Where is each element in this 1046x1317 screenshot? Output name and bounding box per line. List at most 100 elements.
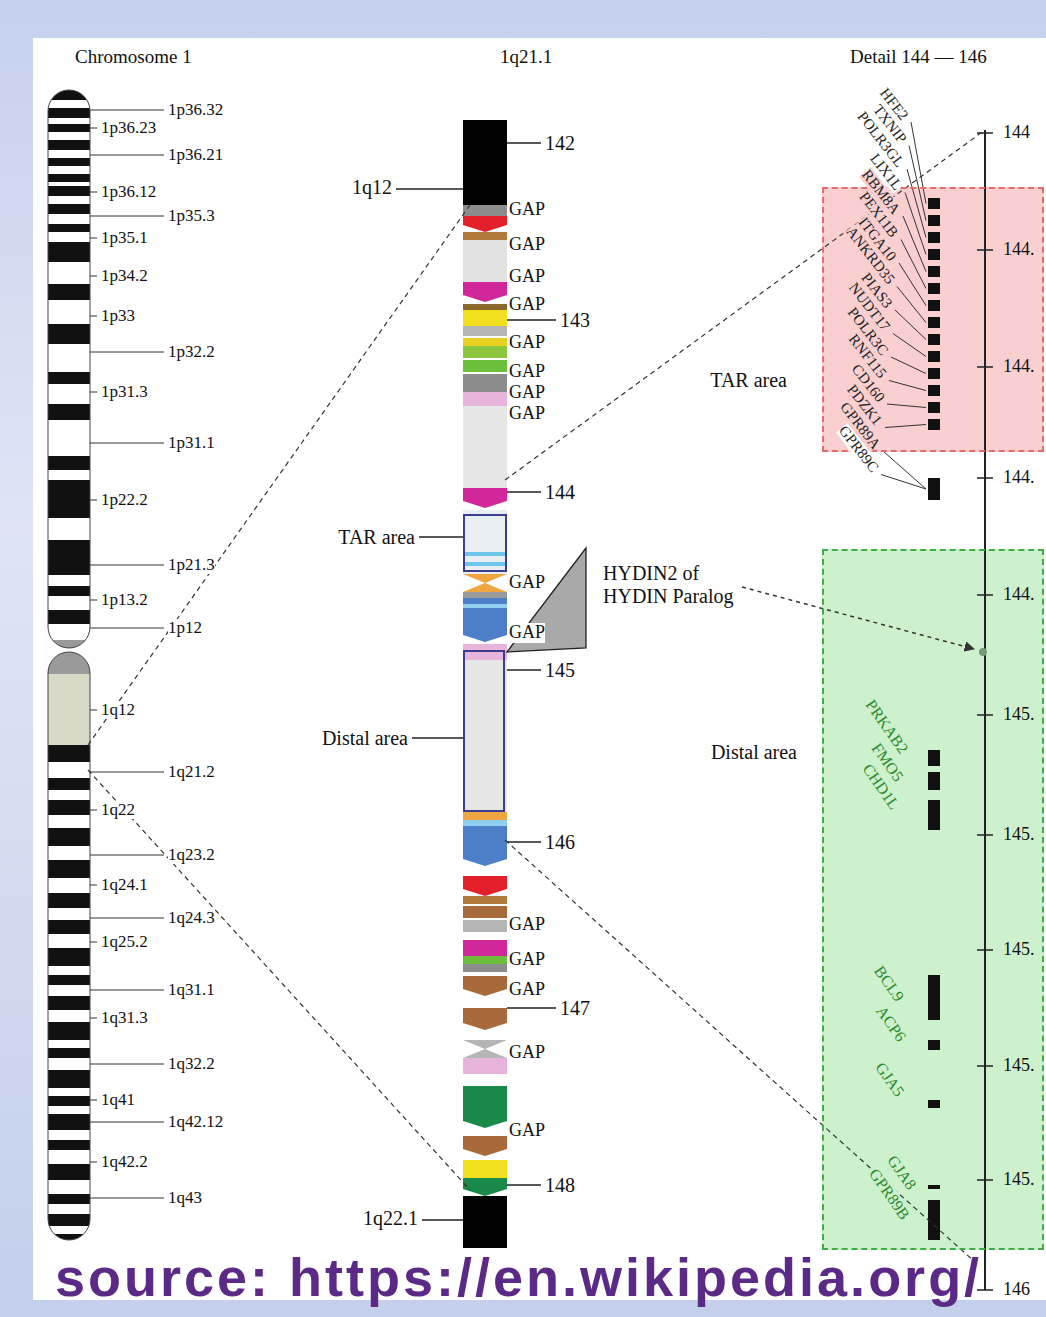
gene-bar [928, 249, 940, 260]
chromosome-band [48, 324, 90, 344]
column-segment [463, 896, 507, 904]
coord-tick [507, 1007, 556, 1008]
band-tick [90, 942, 97, 943]
gene-bar [928, 300, 940, 311]
coord-tick [507, 1184, 541, 1185]
band-label: 1p36.23 [101, 119, 156, 138]
zoom-lines [88, 130, 985, 1262]
band-tick [90, 1122, 164, 1123]
band-tick [90, 238, 97, 239]
band-label: 1p31.1 [168, 434, 215, 453]
band-tick [90, 110, 164, 111]
area-label: TAR area [338, 526, 415, 549]
axis-number: 145. [1003, 705, 1035, 725]
chromosome-band [48, 242, 90, 262]
band-label: 1p34.2 [101, 267, 148, 286]
chromosome-band [48, 174, 90, 182]
gap-label: GAP [509, 980, 545, 1000]
gene-leader [901, 240, 926, 289]
coord-tick [507, 142, 541, 143]
band-label: 1p35.1 [101, 229, 148, 248]
band-tick [90, 443, 164, 444]
column-segment [463, 956, 507, 964]
gene-leader [893, 334, 926, 357]
column-segment [463, 552, 507, 556]
chromosome-band [48, 1096, 90, 1106]
chromosome-band [48, 158, 90, 166]
column-segment [463, 1196, 507, 1248]
gap-label: GAP [509, 362, 545, 382]
gene-leader [887, 404, 926, 408]
centromere-block [48, 640, 90, 674]
gene-bar [928, 385, 940, 396]
chromosome-band [48, 1022, 90, 1040]
region-column [463, 120, 507, 1248]
column-segment [463, 562, 507, 566]
leader-line [419, 536, 463, 537]
zoom-line [505, 840, 975, 1262]
coord-tick [507, 841, 541, 842]
gene-bar [928, 772, 940, 790]
band-tick [90, 192, 97, 193]
source-caption: source: https://en.wikipedia.org/ [55, 1250, 982, 1304]
column-segment [463, 240, 507, 282]
column-segment [463, 360, 507, 372]
axis-number: 145. [1003, 1056, 1035, 1076]
gene-label: BCL9 [871, 963, 907, 1004]
leader-line [396, 188, 463, 189]
band-tick [90, 565, 164, 566]
column-segment [463, 510, 507, 574]
axis-number: 146 [1003, 1280, 1030, 1300]
band-label: 1q42.12 [168, 1113, 223, 1132]
band-tick [90, 885, 97, 886]
band-label: 1q22 [101, 801, 135, 820]
coord-tick [507, 669, 541, 670]
axis-number: 144. [1003, 585, 1035, 605]
axis-tick [977, 594, 993, 596]
column-segment [463, 906, 507, 918]
chromosome-band [48, 108, 90, 118]
gene-bar [928, 1200, 940, 1240]
column-segment [463, 598, 507, 642]
band-tick [90, 1018, 97, 1019]
band-label: 1p12 [168, 619, 202, 638]
band-tick [90, 628, 164, 629]
column-segment [463, 310, 507, 326]
coord-tick [507, 491, 541, 492]
gene-bar [928, 1100, 940, 1108]
gap-label: GAP [509, 950, 545, 970]
band-label: 1p36.32 [168, 101, 223, 120]
gene-leader [891, 357, 926, 374]
gene-bar [928, 266, 940, 277]
leader-lines [396, 143, 556, 1220]
gene-bar [928, 351, 940, 362]
zoom-line [88, 770, 470, 1190]
gene-leader [899, 263, 926, 306]
gene-leader [895, 310, 926, 340]
chromosome-band [48, 996, 90, 1010]
band-label: 1q12 [101, 701, 135, 720]
column-segment [463, 1058, 507, 1074]
band-label: 1p36.12 [101, 183, 156, 202]
panel-heading: Chromosome 1 [75, 47, 192, 68]
band-label: 1q41 [101, 1091, 135, 1110]
column-segment [463, 1040, 507, 1058]
area-label: TAR area [710, 369, 787, 392]
gene-bar [928, 800, 940, 830]
column-segment [463, 940, 507, 956]
band-tick [90, 810, 97, 811]
column-segment [463, 392, 507, 406]
gene-leader [889, 381, 926, 391]
gap-label: GAP [509, 573, 545, 593]
axis-dot [979, 648, 987, 656]
chromosome-band [48, 204, 90, 214]
gap-label: GAP [509, 1121, 545, 1141]
band-label: 1q22.1 [363, 1207, 418, 1229]
axis-tick [977, 834, 993, 836]
gap-label: GAP [509, 404, 545, 424]
gene-bar [928, 215, 940, 226]
chromosome-band [48, 224, 90, 232]
coord-number: 142 [545, 132, 575, 154]
column-segment [463, 812, 507, 820]
